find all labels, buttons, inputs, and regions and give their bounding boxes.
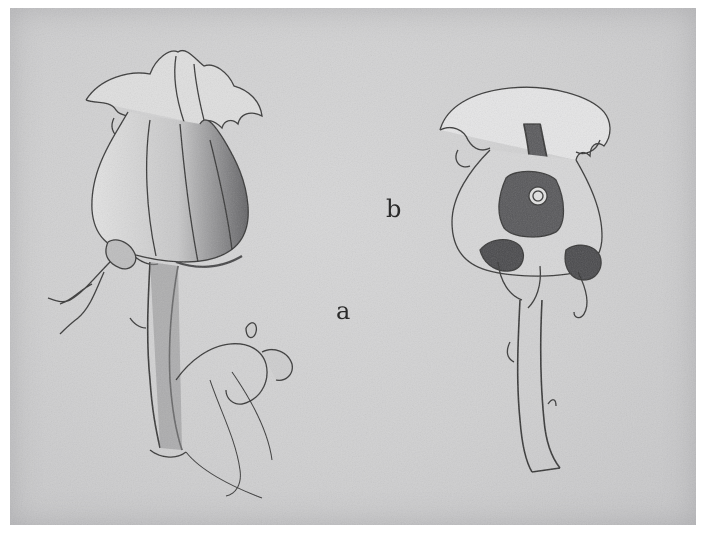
paper-grain (10, 8, 696, 525)
figure-label-b: b (386, 197, 401, 221)
figure-label-a: a (336, 299, 350, 323)
